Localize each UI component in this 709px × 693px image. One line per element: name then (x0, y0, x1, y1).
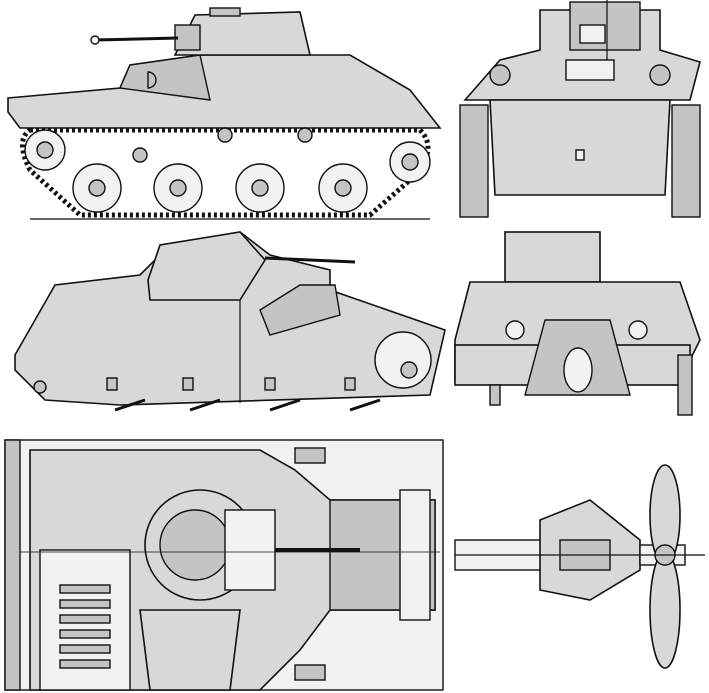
propeller-blade-bottom (649, 551, 681, 669)
suspension-arm (189, 398, 221, 412)
rear-propeller (563, 347, 593, 393)
bump-stop (106, 377, 118, 391)
bump-stop (344, 377, 356, 391)
gun-port (579, 24, 606, 44)
tow-hook (575, 149, 585, 161)
lower-front-plate (489, 99, 671, 196)
stowage-box (294, 664, 326, 681)
headlight (147, 71, 157, 89)
rear-track-right (677, 354, 693, 416)
bump-stop (182, 377, 194, 391)
rear-track-left (489, 384, 501, 406)
sprocket-mount (33, 380, 47, 394)
engine-deck (259, 284, 341, 336)
return-roller (297, 127, 313, 143)
wheel-hub (251, 179, 269, 197)
driver-hatch (565, 59, 615, 81)
suspension-arm (349, 398, 381, 412)
louvre-slat (59, 614, 111, 624)
turret-roof (159, 509, 231, 581)
track (20, 127, 431, 218)
gun-barrel-side (264, 256, 356, 264)
gun-muzzle (90, 35, 100, 45)
suspension-arm (114, 398, 146, 412)
wheel-hub (334, 179, 352, 197)
stowage-box (294, 447, 326, 464)
rear-turret (504, 231, 601, 283)
side-view-with-tracks (7, 7, 442, 220)
rear-view (454, 231, 701, 416)
return-roller (132, 147, 148, 163)
return-roller (217, 127, 233, 143)
front-glacis-hatch (399, 489, 431, 621)
louvre-slats (59, 584, 111, 669)
bump-stop (264, 377, 276, 391)
turret-side (147, 231, 266, 301)
louvre-slat (59, 584, 111, 594)
rear-light-left (505, 320, 525, 340)
wheel-hub (88, 179, 106, 197)
top-track-rear (4, 439, 21, 691)
louvre-slat (59, 599, 111, 609)
headlight-right (649, 64, 671, 86)
propeller-assembly (454, 464, 705, 669)
gun-mantlet (174, 24, 201, 51)
louvre-slat (59, 629, 111, 639)
road-wheels (72, 163, 368, 213)
suspension-arms (106, 377, 381, 412)
track-right (671, 104, 701, 218)
wheel-hub (169, 179, 187, 197)
turret-hatch (209, 7, 241, 17)
front-view (459, 0, 701, 218)
sprocket-hub (36, 141, 54, 159)
gun-barrel (94, 36, 179, 42)
top-view (4, 439, 444, 691)
hull-upper (7, 54, 442, 129)
idler-bracket (374, 331, 432, 389)
mantlet-top (224, 509, 276, 591)
side-view-hull (14, 231, 446, 412)
hull-side (14, 231, 446, 406)
idler-axle (400, 361, 418, 379)
idler-hub (401, 153, 419, 171)
suspension-arm (269, 398, 301, 412)
engine-hatch (139, 609, 241, 691)
rear-light-right (628, 320, 648, 340)
louvre-slat (59, 659, 111, 669)
louvre-slat (59, 644, 111, 654)
headlight-left (489, 64, 511, 86)
track-left (459, 104, 489, 218)
